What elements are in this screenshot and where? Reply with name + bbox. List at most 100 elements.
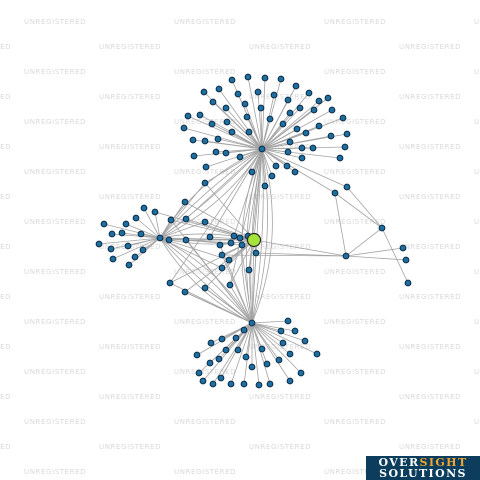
graph-node[interactable] (309, 144, 317, 152)
graph-node[interactable] (140, 204, 148, 212)
graph-node[interactable] (378, 224, 386, 232)
graph-node[interactable] (341, 143, 349, 151)
graph-node[interactable] (242, 353, 250, 361)
graph-node[interactable] (212, 148, 220, 156)
graph-node[interactable] (286, 377, 294, 385)
graph-node[interactable] (227, 380, 235, 388)
graph-node[interactable] (218, 251, 226, 259)
graph-node[interactable] (305, 89, 313, 97)
graph-node[interactable] (193, 351, 201, 359)
graph-node[interactable] (255, 381, 263, 389)
graph-node[interactable] (215, 355, 223, 363)
graph-node[interactable] (258, 345, 266, 353)
graph-node[interactable] (189, 136, 197, 144)
graph-node[interactable] (243, 113, 251, 121)
graph-node[interactable] (180, 124, 188, 132)
graph-node[interactable] (292, 82, 300, 90)
graph-node[interactable] (226, 281, 234, 289)
graph-node[interactable] (166, 279, 174, 287)
graph-node[interactable] (291, 168, 299, 176)
graph-node[interactable] (201, 284, 209, 292)
graph-node[interactable] (196, 111, 204, 119)
graph-node[interactable] (310, 106, 318, 114)
graph-node[interactable] (284, 148, 292, 156)
graph-node[interactable] (225, 256, 233, 264)
graph-node[interactable] (263, 360, 271, 368)
graph-node[interactable] (313, 350, 321, 358)
graph-node[interactable] (240, 380, 248, 388)
graph-node[interactable] (315, 97, 323, 105)
graph-node[interactable] (100, 220, 108, 228)
graph-node[interactable] (218, 264, 226, 272)
graph-node[interactable] (232, 334, 240, 342)
hub-node[interactable] (156, 234, 164, 242)
graph-node[interactable] (331, 189, 339, 197)
graph-node[interactable] (222, 346, 230, 354)
graph-node[interactable] (202, 163, 210, 171)
graph-node[interactable] (266, 380, 274, 388)
graph-node[interactable] (199, 377, 207, 385)
graph-node[interactable] (217, 374, 225, 382)
graph-node[interactable] (240, 326, 248, 334)
graph-node[interactable] (234, 90, 242, 98)
graph-node[interactable] (107, 245, 115, 253)
graph-node[interactable] (95, 240, 103, 248)
graph-node[interactable] (324, 94, 332, 102)
graph-node[interactable] (277, 327, 285, 335)
graph-node[interactable] (184, 112, 192, 120)
graph-node[interactable] (275, 356, 283, 364)
graph-node[interactable] (293, 125, 301, 133)
graph-node[interactable] (131, 253, 139, 261)
graph-node[interactable] (296, 104, 304, 112)
graph-node[interactable] (201, 218, 209, 226)
graph-node[interactable] (402, 256, 410, 264)
graph-node[interactable] (118, 229, 126, 237)
graph-node[interactable] (286, 109, 294, 117)
graph-node[interactable] (343, 183, 351, 191)
graph-node[interactable] (245, 128, 253, 136)
graph-node[interactable] (261, 74, 269, 82)
hub-node[interactable] (342, 252, 350, 260)
graph-node[interactable] (266, 115, 274, 123)
graph-node[interactable] (252, 249, 260, 257)
graph-node[interactable] (248, 363, 256, 371)
graph-node[interactable] (190, 152, 198, 160)
graph-node[interactable] (302, 129, 310, 137)
graph-node[interactable] (230, 232, 238, 240)
graph-node[interactable] (301, 337, 309, 345)
graph-node[interactable] (270, 91, 278, 99)
hub-node[interactable] (248, 319, 256, 327)
graph-node[interactable] (165, 236, 173, 244)
graph-node[interactable] (181, 198, 189, 206)
graph-node[interactable] (254, 88, 262, 96)
graph-node[interactable] (272, 162, 280, 170)
graph-node[interactable] (291, 327, 299, 335)
graph-node[interactable] (245, 266, 253, 274)
graph-node[interactable] (336, 154, 344, 162)
graph-node[interactable] (206, 359, 214, 367)
graph-node[interactable] (201, 137, 209, 145)
graph-node[interactable] (137, 230, 145, 238)
graph-node[interactable] (207, 339, 215, 347)
graph-node[interactable] (286, 350, 294, 358)
graph-node[interactable] (181, 288, 189, 296)
graph-node[interactable] (277, 75, 285, 83)
graph-node[interactable] (201, 179, 209, 187)
graph-node[interactable] (268, 172, 276, 180)
graph-node[interactable] (315, 122, 323, 130)
graph-node[interactable] (214, 135, 222, 143)
graph-node[interactable] (298, 154, 306, 162)
graph-node[interactable] (284, 96, 292, 104)
graph-node[interactable] (279, 339, 287, 347)
graph-node[interactable] (209, 98, 217, 106)
graph-node[interactable] (257, 104, 265, 112)
graph-node[interactable] (222, 104, 230, 112)
graph-node[interactable] (108, 230, 116, 238)
graph-node[interactable] (167, 216, 175, 224)
graph-node[interactable] (223, 118, 231, 126)
graph-node[interactable] (200, 88, 208, 96)
focus-node[interactable] (246, 232, 262, 248)
graph-node[interactable] (236, 234, 244, 242)
graph-node[interactable] (283, 162, 291, 170)
graph-node[interactable] (248, 168, 256, 176)
